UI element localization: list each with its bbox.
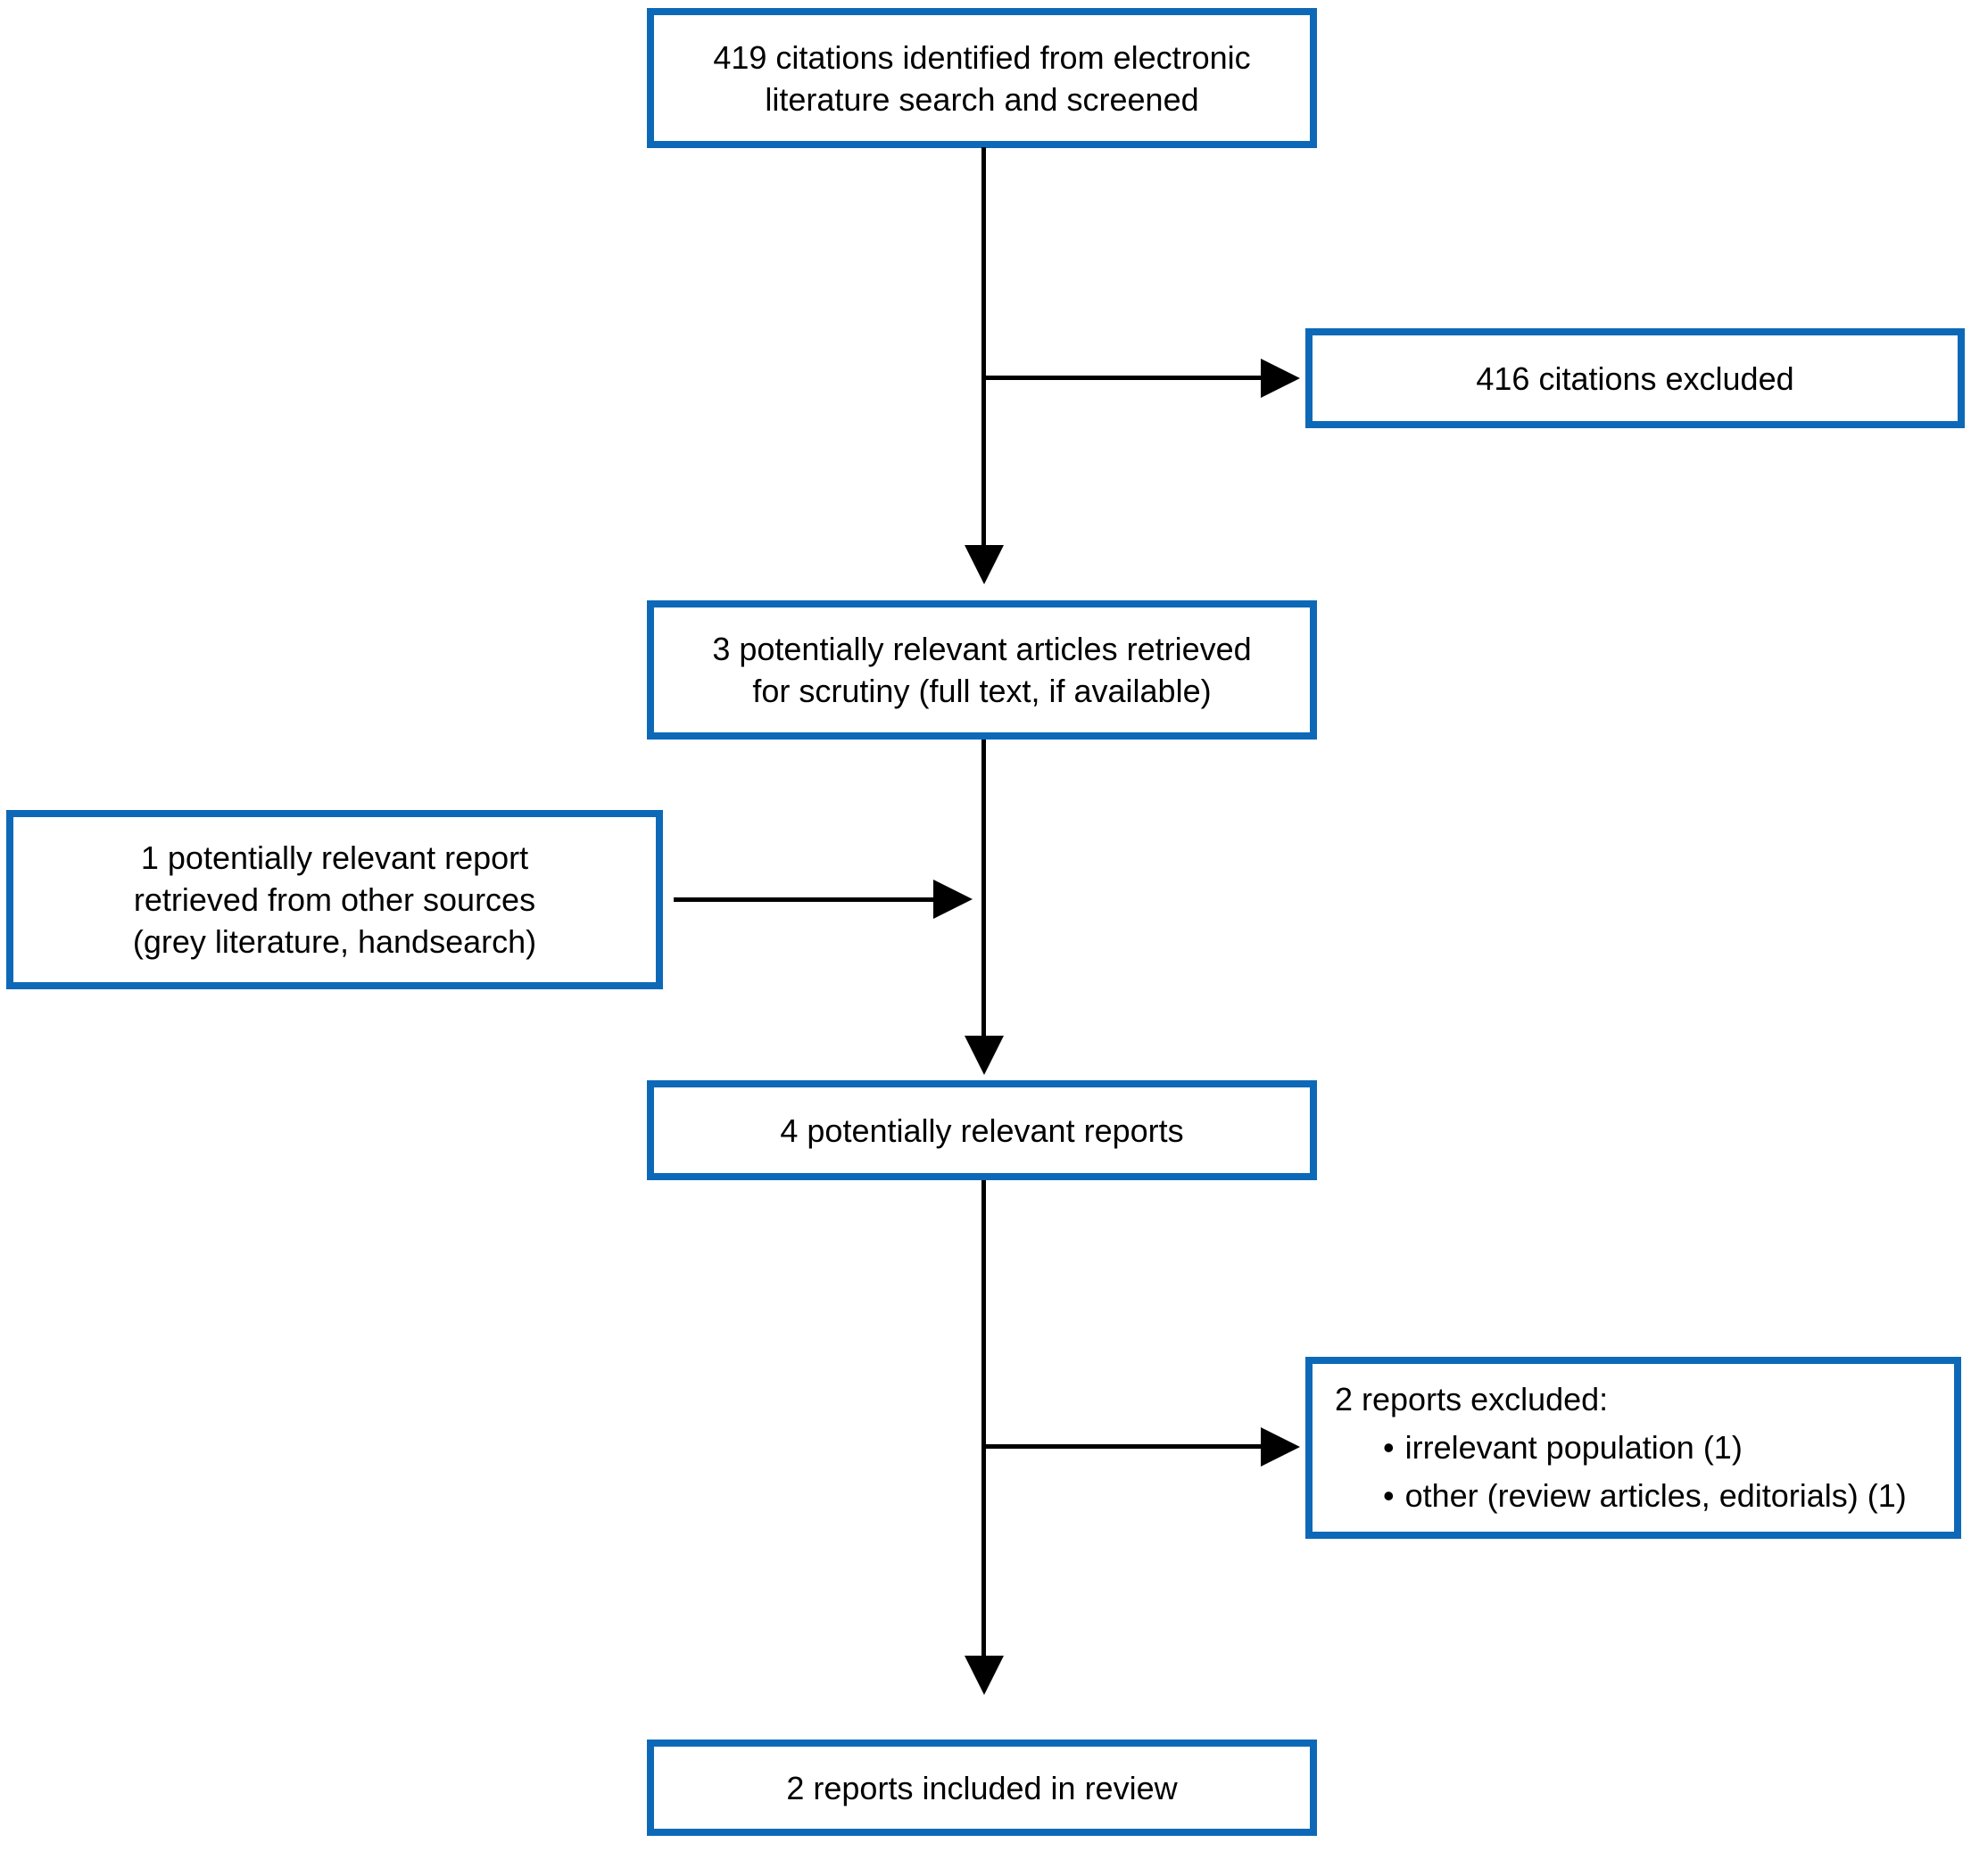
box-relevant-reports: 4 potentially relevant reports [647,1080,1317,1180]
arrow-right-icon [1261,359,1300,398]
reports-excluded-bullet-1: •irrelevant population (1) [1383,1424,1907,1472]
reports-excluded-bullet-1-text: irrelevant population (1) [1404,1429,1743,1466]
arrow-right-icon [1261,1427,1300,1467]
reports-excluded-title: 2 reports excluded: [1335,1381,1609,1417]
citations-excluded-text: 416 citations excluded [1476,359,1794,397]
bullet-icon: • [1383,1477,1395,1514]
box-reports-excluded: 2 reports excluded: •irrelevant populati… [1305,1357,1961,1539]
arrow-line-identified-to-retrieved [981,147,986,547]
arrow-line-relevant-to-included [981,1180,986,1657]
arrow-line-retrieved-to-relevant [981,740,986,1037]
arrow-down-icon [965,1036,1004,1075]
bullet-icon: • [1383,1429,1395,1466]
arrow-right-icon [933,880,973,919]
arrow-line-to-reports-excluded [981,1444,1263,1449]
box-other-sources: 1 potentially relevant report retrieved … [6,810,663,989]
arrow-down-icon [965,1656,1004,1695]
citations-identified-text: 419 citations identified from electronic… [713,38,1251,118]
arrow-line-other-sources-to-flow [674,897,935,902]
other-sources-text: 1 potentially relevant report retrieved … [132,839,537,960]
reports-excluded-bullet-2: •other (review articles, editorials) (1) [1383,1472,1907,1520]
box-citations-excluded: 416 citations excluded [1305,328,1965,428]
relevant-reports-text: 4 potentially relevant reports [780,1112,1184,1149]
box-articles-retrieved: 3 potentially relevant articles retrieve… [647,600,1317,740]
reports-included-text: 2 reports included in review [786,1769,1178,1806]
reports-excluded-text: 2 reports excluded: •irrelevant populati… [1313,1376,1916,1520]
arrow-line-to-citations-excluded [981,376,1263,380]
articles-retrieved-text: 3 potentially relevant articles retrieve… [712,631,1252,709]
arrow-down-icon [965,545,1004,584]
box-reports-included: 2 reports included in review [647,1740,1317,1836]
box-citations-identified: 419 citations identified from electronic… [647,8,1317,148]
reports-excluded-bullet-2-text: other (review articles, editorials) (1) [1404,1477,1907,1514]
